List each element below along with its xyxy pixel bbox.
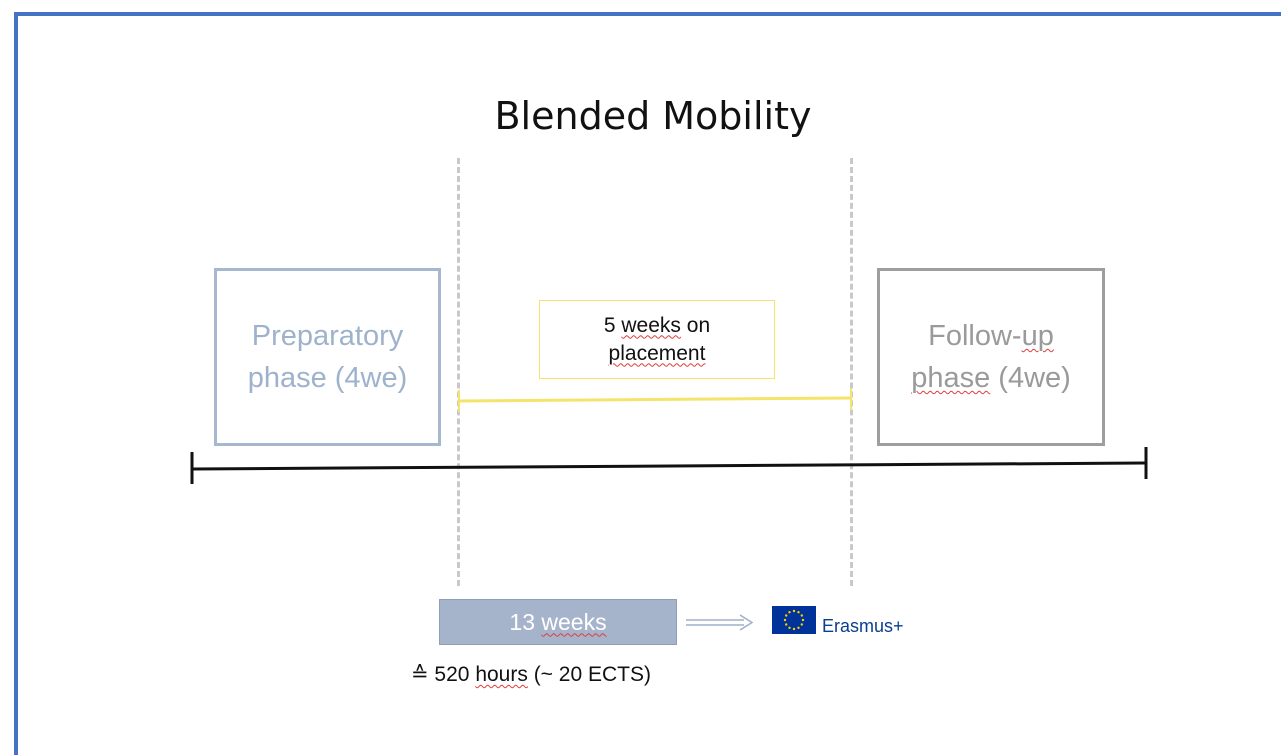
right-dashed-guide — [850, 158, 853, 586]
diagram-title: Blended Mobility — [494, 94, 812, 138]
total-weeks-number: 13 — [509, 608, 535, 635]
frame-top-border — [14, 12, 1281, 16]
preparatory-label-line2: phase (4we) — [247, 362, 408, 394]
placement-weeks-word: weeks — [621, 313, 681, 337]
hours-equivalent: ≙ 520 hours (~ 20 ECTS) — [411, 662, 651, 687]
preparatory-phase-box: Preparatory phase (4we) — [214, 268, 441, 446]
preparatory-label-line1: Preparatory — [251, 320, 404, 352]
follow-up-word: Follow- — [928, 320, 1022, 352]
placement-span-line — [457, 396, 852, 403]
follow-up-phase-word: phase — [911, 362, 991, 394]
follow-up-duration: (4we) — [998, 362, 1071, 394]
placement-number: 5 — [603, 313, 616, 337]
timeline-axis — [191, 461, 1147, 471]
frame-left-border — [14, 12, 18, 755]
hours-prefix: ≙ 520 — [411, 663, 470, 686]
follow-up-up-word: up — [1021, 320, 1054, 352]
total-weeks-word: weeks — [541, 608, 607, 635]
placement-box: 5 weeks on placement — [539, 300, 775, 379]
left-dashed-guide — [457, 158, 460, 586]
arrow-icon — [686, 614, 754, 631]
follow-up-label-line2: phase (4we) — [911, 357, 1071, 399]
hours-suffix: (~ 20 ECTS) — [533, 663, 651, 686]
placement-label-line1: 5 weeks on — [604, 312, 710, 340]
eu-flag-icon — [772, 606, 816, 634]
follow-up-phase-box: Follow-up phase (4we) — [877, 268, 1105, 446]
placement-on-word: on — [686, 313, 711, 337]
follow-up-label-line1: Follow-up — [911, 315, 1071, 357]
total-weeks-box: 13 weeks — [439, 599, 677, 645]
erasmus-plus-logo-text: Erasmus+ — [822, 616, 904, 636]
placement-label-line2: placement — [608, 341, 706, 365]
hours-word: hours — [475, 663, 528, 686]
